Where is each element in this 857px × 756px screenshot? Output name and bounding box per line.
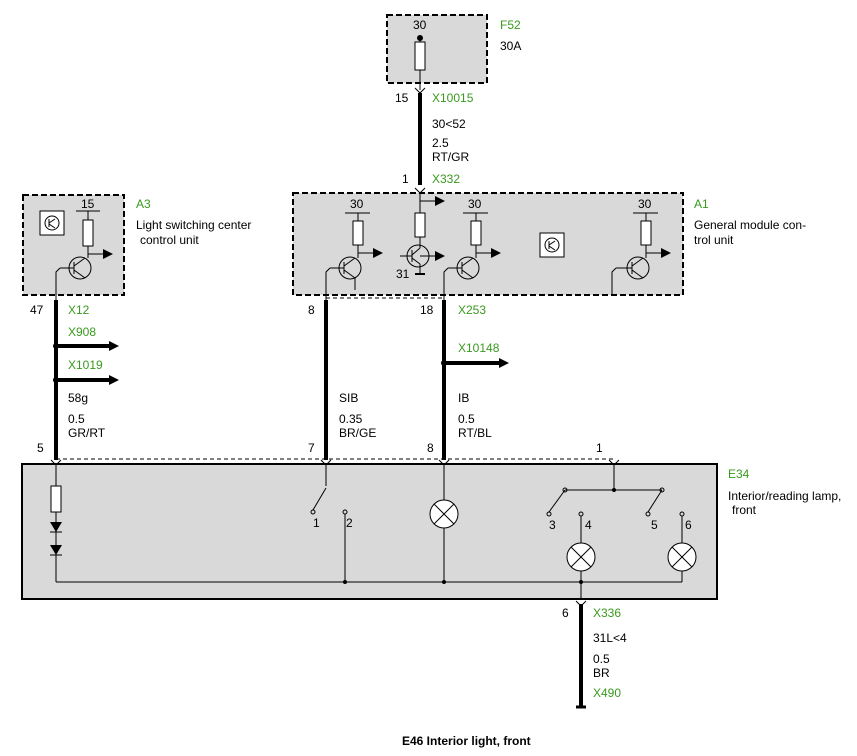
ground-connector: X490	[593, 686, 621, 700]
lamp-switch-1: 1	[313, 516, 320, 530]
diagram-caption: E46 Interior light, front	[402, 734, 531, 748]
lamp-pin-58g: 5	[37, 441, 44, 455]
resistor-icon	[82, 219, 94, 247]
lamp-switch-3: 3	[549, 518, 556, 532]
fuse-icon	[414, 41, 426, 71]
gm-name-line2: trol unit	[694, 233, 734, 247]
lamp-pin-ib: 8	[427, 441, 434, 455]
switch-icon	[312, 487, 327, 511]
fuse-id: F52	[500, 18, 521, 32]
gm-input-connector: X332	[432, 172, 460, 186]
wire-fuse-signal: 30<52	[432, 117, 466, 131]
wire-fuse-color: RT/GR	[432, 150, 469, 164]
lamp-switch-4: 4	[585, 518, 592, 532]
resistor-icon	[352, 220, 364, 246]
gm-pin-sib: 8	[308, 303, 315, 317]
led-icon	[50, 545, 62, 555]
transistor-box-icon	[539, 232, 565, 258]
lsc-id: A3	[136, 197, 151, 211]
splice-x1019: X1019	[68, 358, 103, 372]
resistor-icon	[50, 485, 62, 513]
fuse-pin: 15	[395, 91, 409, 105]
fuse-rating: 30A	[500, 39, 521, 53]
lamp-pin-sib: 7	[308, 441, 315, 455]
lsc-name-line2: control unit	[140, 233, 199, 247]
wire-fuse-gauge: 2.5	[432, 136, 449, 150]
switch-icon	[647, 489, 663, 513]
lamp-name-line2: front	[732, 503, 757, 517]
lsc-name-line1: Light switching center	[136, 218, 251, 232]
gm-id: A1	[694, 197, 709, 211]
resistor-icon	[470, 220, 482, 246]
transistor-box-icon	[39, 210, 65, 236]
wire-58g-signal: 58g	[68, 391, 88, 405]
lamp-ground-pin: 6	[562, 606, 569, 620]
fuse-connector: X10015	[432, 91, 474, 105]
resistor-icon	[414, 212, 426, 238]
wire-ground-signal: 31L<4	[593, 631, 627, 645]
wire-ground-color: BR	[593, 666, 610, 680]
splice-x10148: X10148	[458, 341, 500, 355]
wire-ib-signal: IB	[458, 391, 469, 405]
lamp-id: E34	[728, 467, 750, 481]
wire-sib-color: BR/GE	[339, 426, 376, 440]
fuse-f52[interactable]	[386, 14, 488, 94]
fuse-terminal-dot	[417, 35, 423, 41]
lamp-pin-1: 1	[596, 441, 603, 455]
lamp-name-line1: Interior/reading lamp,	[728, 489, 841, 503]
lsc-pin: 47	[30, 303, 44, 317]
wire-ib-color: RT/BL	[458, 426, 492, 440]
switch-icon	[548, 489, 566, 513]
splice-x908: X908	[68, 325, 96, 339]
resistor-icon	[640, 220, 652, 246]
wire-sib-gauge: 0.35	[339, 412, 363, 426]
gm-terminal-30-c: 30	[638, 197, 652, 211]
lamp-switch-5: 5	[651, 518, 658, 532]
light-switch-center-a3[interactable]	[22, 194, 125, 300]
gm-input-pin: 1	[402, 172, 409, 186]
wire-ib-gauge: 0.5	[458, 412, 475, 426]
lamp-switch-6: 6	[685, 518, 692, 532]
interior-lamp-e34[interactable]	[21, 459, 718, 600]
led-icon	[50, 522, 62, 532]
gm-pin-ib: 18	[420, 303, 434, 317]
lamp-switch-2: 2	[346, 516, 353, 530]
lsc-connector: X12	[68, 303, 90, 317]
gm-terminal-30-b: 30	[468, 197, 482, 211]
gm-ground-terminal: 31	[396, 267, 410, 281]
fuse-top-terminal: 30	[413, 18, 427, 32]
general-module-a1[interactable]	[292, 187, 684, 300]
wire-58g-gauge: 0.5	[68, 412, 85, 426]
wire-sib-signal: SIB	[339, 391, 358, 405]
lamp-ground-connector: X336	[593, 606, 621, 620]
gm-output-connector: X253	[458, 303, 486, 317]
lsc-terminal-15: 15	[81, 197, 95, 211]
wire-ground-gauge: 0.5	[593, 652, 610, 666]
wire-58g-color: GR/RT	[68, 426, 106, 440]
gm-terminal-30-a: 30	[350, 197, 364, 211]
gm-name-line1: General module con-	[694, 218, 806, 232]
